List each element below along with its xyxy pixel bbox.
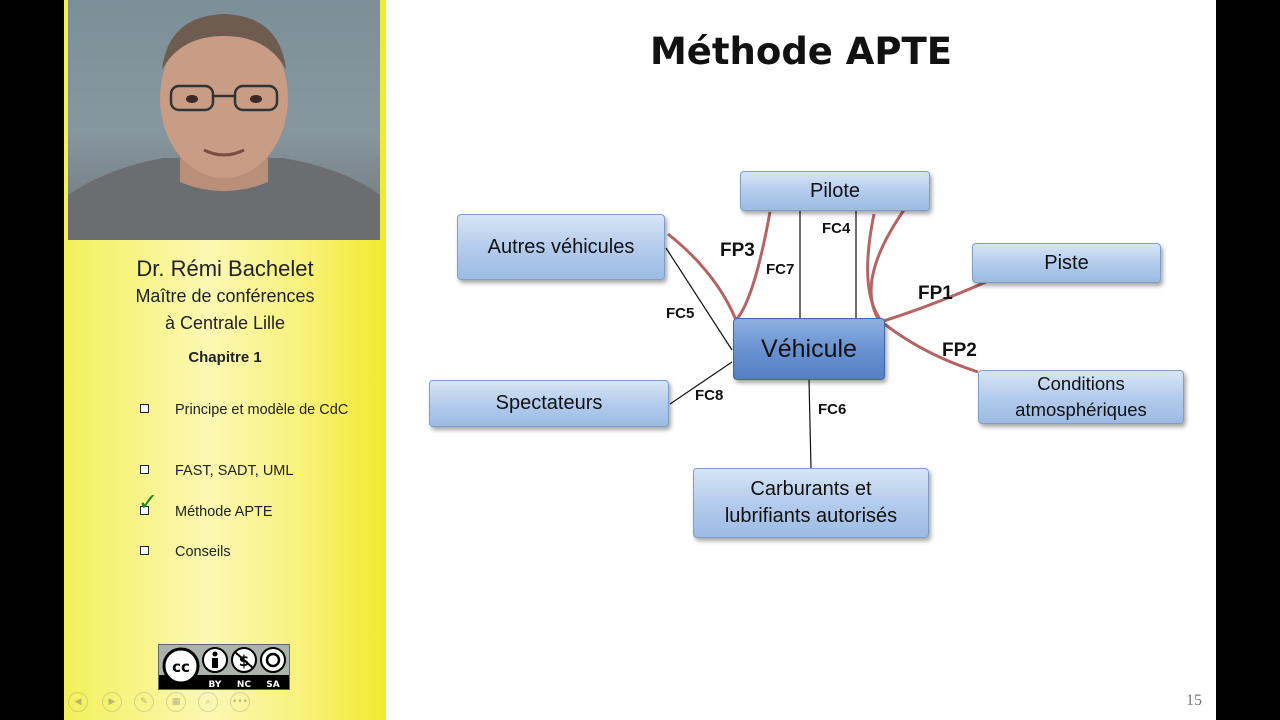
slides-icon[interactable]: ▦	[166, 692, 186, 712]
label-fc6: FC6	[818, 401, 847, 418]
node-conditions-atmospheriques: Conditions atmosphériques	[978, 370, 1184, 424]
link-fc5	[665, 247, 733, 351]
arrow-right-icon[interactable]: ▶	[102, 692, 122, 712]
letterbox-right	[1216, 0, 1280, 720]
node-spectateurs: Spectateurs	[429, 380, 669, 427]
slide: Méthode APTE FP3 FP1 FP2 FC4 FC7 FC5 FC8…	[386, 0, 1216, 720]
toc-label: FAST, SADT, UML	[175, 463, 294, 479]
license-sa-label: SA	[266, 680, 279, 689]
node-line: lubrifiants autorisés	[724, 505, 898, 527]
presenter-webcam	[68, 0, 380, 240]
node-line: Carburants et	[750, 478, 872, 500]
checkbox-icon	[140, 465, 149, 474]
slide-title: Méthode APTE	[649, 30, 953, 73]
more-icon[interactable]: •••	[230, 692, 250, 712]
chapter-title: Chapitre 1	[188, 349, 262, 366]
node-autres-vehicules: Autres véhicules	[457, 214, 665, 280]
presenter-organization: à Centrale Lille	[164, 313, 286, 333]
node-pilote: Pilote	[740, 171, 930, 211]
label-fc5: FC5	[666, 305, 695, 322]
label-fc8: FC8	[695, 387, 724, 404]
label-fc7: FC7	[766, 261, 795, 278]
link-fp1	[869, 209, 987, 324]
checkbox-icon	[140, 506, 149, 515]
node-line: Conditions	[1037, 373, 1125, 394]
node-carburants-lubrifiants: Carburants et lubrifiants autorisés	[693, 468, 929, 538]
toc-label: Conseils	[175, 544, 231, 560]
creative-commons-license-badge: cc $ BY NC SA	[158, 644, 290, 690]
checkbox-icon	[140, 404, 149, 413]
arrow-left-icon[interactable]: ◀	[68, 692, 88, 712]
label-fc4: FC4	[822, 220, 851, 237]
toc-label: Méthode APTE	[175, 504, 273, 520]
license-nc-label: NC	[237, 680, 252, 689]
link-fc8	[669, 361, 733, 405]
link-fc6	[808, 379, 812, 469]
presenter-role: Maître de conférences	[135, 286, 315, 306]
zoom-icon[interactable]: ⌕	[198, 692, 218, 712]
svg-text:cc: cc	[172, 658, 190, 676]
node-line: atmosphériques	[1015, 399, 1147, 420]
presenter-name: Dr. Rémi Bachelet	[136, 256, 314, 281]
pen-icon[interactable]: ✎	[134, 692, 154, 712]
label-fp3: FP3	[720, 240, 755, 261]
toc-label: Principe et modèle de CdC	[175, 402, 349, 418]
node-piste: Piste	[972, 243, 1161, 283]
sharealike-icon	[260, 647, 286, 673]
cc-icon	[162, 647, 200, 685]
presenter-sidebar: Dr. Rémi Bachelet Maître de conférences …	[64, 0, 386, 720]
presenter-portrait	[68, 14, 380, 240]
page-number: 15	[1186, 692, 1202, 709]
node-vehicule: Véhicule	[733, 318, 885, 380]
license-by-label: BY	[209, 680, 222, 689]
label-fp1: FP1	[918, 283, 953, 304]
checkbox-icon	[140, 546, 149, 555]
check-icon: ✓	[138, 488, 159, 516]
link-fp3	[667, 211, 772, 323]
label-fp2: FP2	[942, 340, 977, 361]
